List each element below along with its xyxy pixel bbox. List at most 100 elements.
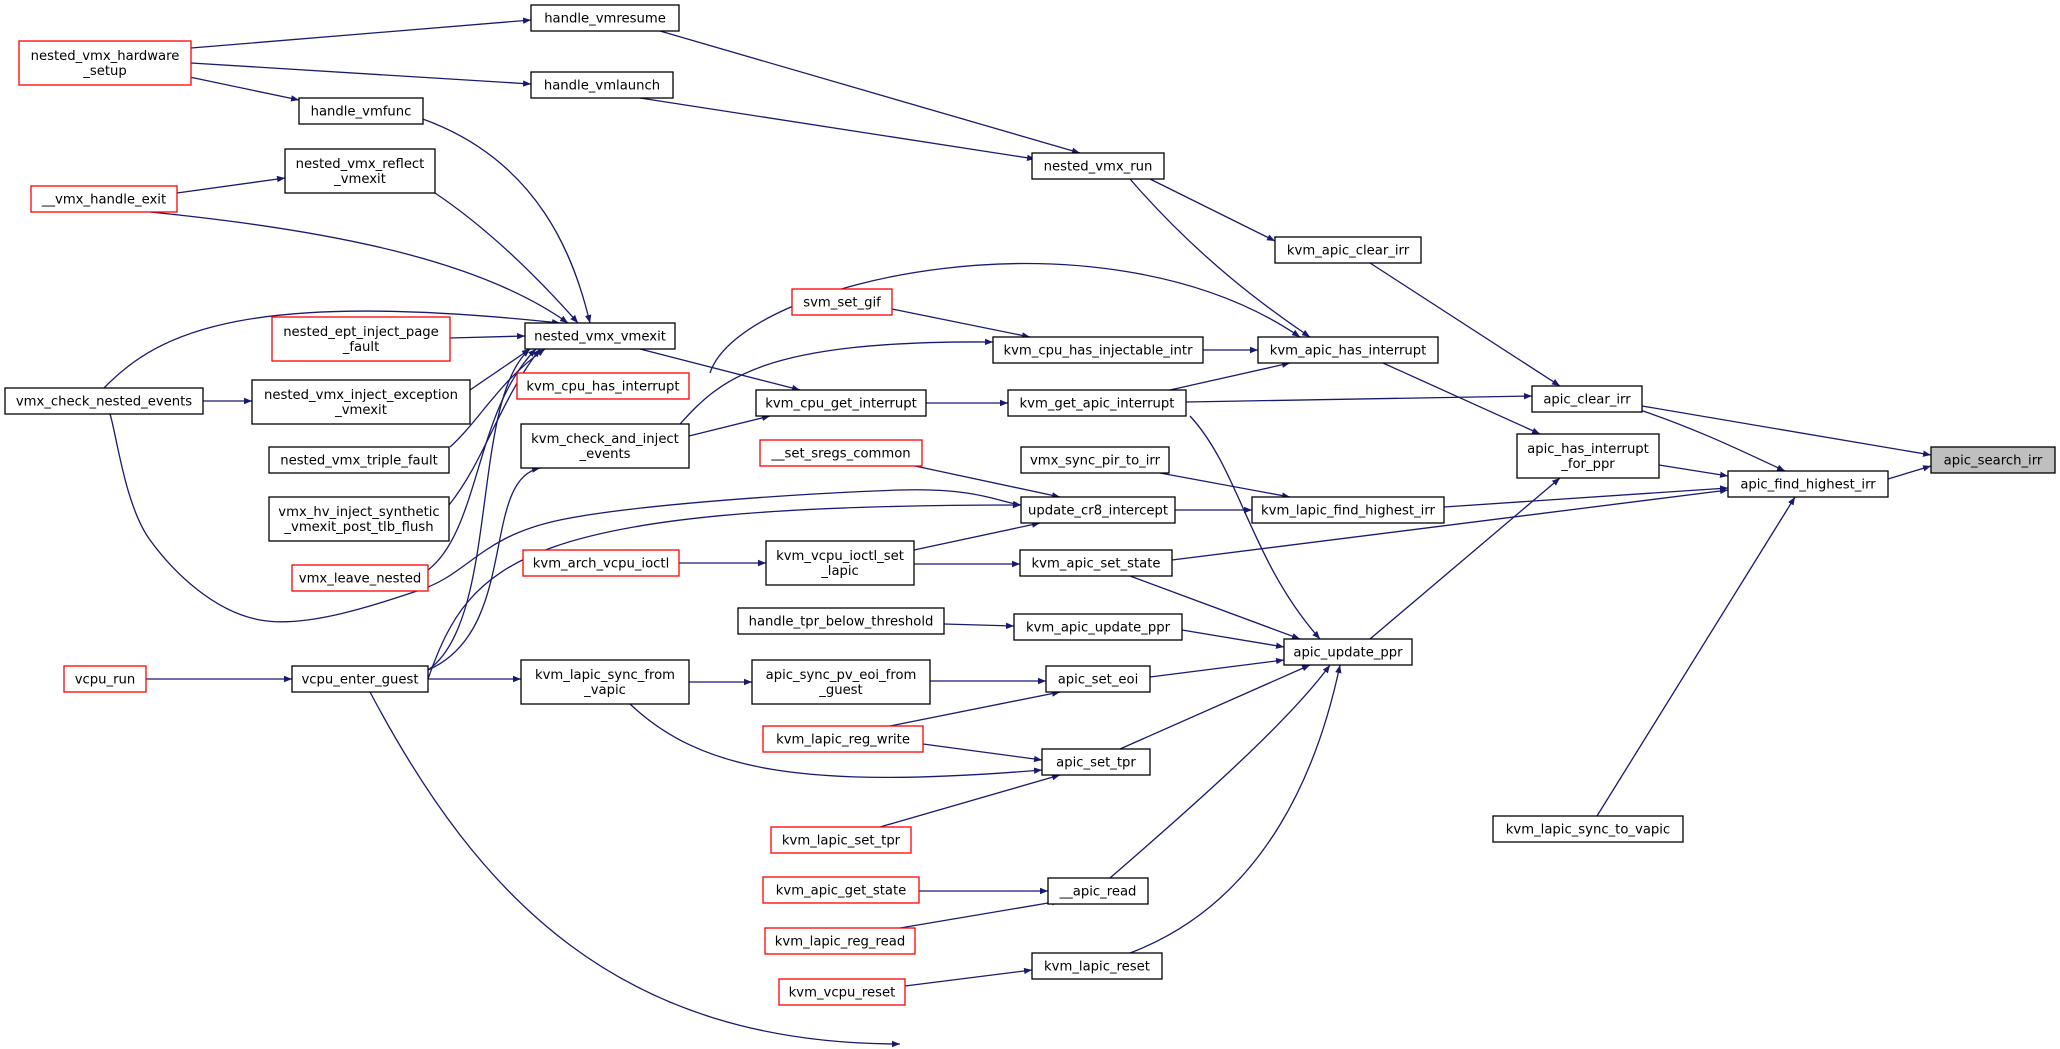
node-handle-vmresume[interactable]: handle_vmresume xyxy=(530,4,680,32)
edge-__vmx_handle_exit-to-nested_vmx_vmexit xyxy=(149,211,569,324)
node-nested-vmx-vmexit[interactable]: nested_vmx_vmexit xyxy=(524,322,676,350)
edge-kvm_check_and_inject_events-to-kvm_cpu_get_interrupt xyxy=(688,414,771,437)
node-box xyxy=(1727,470,1889,498)
node-handle-vmlaunch[interactable]: handle_vmlaunch xyxy=(530,71,674,99)
edge-path xyxy=(879,774,1061,828)
node-vcpu-enter-guest[interactable]: vcpu_enter_guest xyxy=(291,665,429,693)
node-kvm-vcpu-ioctl-set-lapic[interactable]: kvm_vcpu_ioctl_set_lapic xyxy=(765,540,915,586)
node-label: vmx_sync_pir_to_irr xyxy=(1030,454,1161,469)
node-kvm-cpu-has-interrupt[interactable]: kvm_cpu_has_interrupt xyxy=(516,372,690,400)
edge-path xyxy=(1639,409,1786,472)
edge-path xyxy=(369,691,901,1048)
node-kvm-apic-clear-irr[interactable]: kvm_apic_clear_irr xyxy=(1274,236,1422,264)
node-apic-set-eoi[interactable]: apic_set_eoi xyxy=(1045,665,1151,693)
node-vmx-hv-inject-synthetic-vmexit-post-tlb-flush[interactable]: vmx_hv_inject_synthetic_vmexit_post_tlb_… xyxy=(268,496,450,542)
node-label: vmx_leave_nested xyxy=(299,572,421,587)
node-kvm-lapic-reg-read[interactable]: kvm_lapic_reg_read xyxy=(764,927,916,955)
node-box xyxy=(765,540,915,586)
node-label: handle_vmresume xyxy=(544,12,666,27)
edge-kvm_get_apic_interrupt-to-kvm_apic_has_interrupt xyxy=(1169,361,1291,391)
edge-vcpu_enter_guest-to-kvm_check_and_inject_events xyxy=(427,466,541,671)
edge-apic_has_interrupt_for_ppr-to-apic_find_highest_irr xyxy=(1658,464,1729,478)
edge-nested_vmx_run-to-kvm_apic_has_interrupt xyxy=(1129,178,1311,338)
node-apic-find-highest-irr[interactable]: apic_find_highest_irr xyxy=(1727,470,1889,498)
edge-path xyxy=(1189,415,1321,640)
node-kvm-apic-get-state[interactable]: kvm_apic_get_state xyxy=(762,876,920,904)
node-box xyxy=(1531,385,1643,413)
node-nested-vmx-reflect-vmexit[interactable]: nested_vmx_reflect_vmexit xyxy=(284,148,436,194)
node-nested-vmx-inject-exception-vmexit[interactable]: nested_vmx_inject_exception_vmexit xyxy=(251,379,471,425)
node-apic-sync-pv-eoi-from-guest[interactable]: apic_sync_pv_eoi_from_guest xyxy=(751,659,931,705)
edge-kvm_apic_set_state-to-apic_update_ppr xyxy=(1129,575,1301,640)
node-vmx-sync-pir-to-irr[interactable]: vmx_sync_pir_to_irr xyxy=(1020,446,1170,474)
node-label: _vmexit xyxy=(333,172,386,187)
node-set-sregs-common[interactable]: __set_sregs_common xyxy=(759,439,923,467)
node-box xyxy=(520,423,690,469)
node-box xyxy=(291,665,429,693)
node-label: kvm_vcpu_reset xyxy=(789,986,896,1001)
node-kvm-lapic-reg-write[interactable]: kvm_lapic_reg_write xyxy=(762,725,924,753)
node-kvm-apic-update-ppr[interactable]: kvm_apic_update_ppr xyxy=(1013,613,1183,641)
node-kvm-lapic-sync-from-vapic[interactable]: kvm_lapic_sync_from_vapic xyxy=(520,659,690,705)
edge-nested_vmx_hardware_setup-to-handle_vmlaunch xyxy=(190,62,532,87)
node-label: vcpu_run xyxy=(75,673,136,688)
node-label: __set_sregs_common xyxy=(770,447,910,462)
edge-path xyxy=(419,117,592,324)
edge-path xyxy=(1171,487,1729,561)
node-kvm-check-and-inject-events[interactable]: kvm_check_and_inject_events xyxy=(520,423,690,469)
node-box xyxy=(522,549,680,577)
node-kvm-lapic-reset[interactable]: kvm_lapic_reset xyxy=(1031,952,1163,980)
edge-path xyxy=(922,743,1043,763)
node-box xyxy=(737,607,945,635)
node-kvm-lapic-find-highest-irr[interactable]: kvm_lapic_find_highest_irr xyxy=(1251,496,1445,524)
node-kvm-arch-vcpu-ioctl[interactable]: kvm_arch_vcpu_ioctl xyxy=(522,549,680,577)
node-nested-vmx-triple-fault[interactable]: nested_vmx_triple_fault xyxy=(268,446,450,474)
node-nested-ept-inject-page-fault[interactable]: nested_ept_inject_page_fault xyxy=(271,316,451,362)
node-kvm-cpu-has-injectable-intr[interactable]: kvm_cpu_has_injectable_intr xyxy=(992,336,1204,364)
edge-kvm_apic_has_interrupt-to-apic_has_interrupt_for_ppr xyxy=(1382,362,1541,435)
node-label: vmx_check_nested_events xyxy=(16,395,192,410)
node-apic-search-irr[interactable]: apic_search_irr xyxy=(1930,446,2056,474)
node-vcpu-run[interactable]: vcpu_run xyxy=(63,665,147,693)
node-kvm-apic-set-state[interactable]: kvm_apic_set_state xyxy=(1019,549,1173,577)
node-kvm-apic-has-interrupt[interactable]: kvm_apic_has_interrupt xyxy=(1257,336,1439,364)
node-box xyxy=(762,725,924,753)
edge-nested_vmx_run-to-kvm_apic_clear_irr xyxy=(1149,178,1276,242)
node-label: kvm_apic_set_state xyxy=(1032,557,1161,572)
node-vmx-check-nested-events[interactable]: vmx_check_nested_events xyxy=(4,387,204,415)
node-handle-tpr-below-threshold[interactable]: handle_tpr_below_threshold xyxy=(737,607,945,635)
node-kvm-lapic-set-tpr[interactable]: kvm_lapic_set_tpr xyxy=(770,826,912,854)
edge-kvm_lapic_sync_to_vapic-to-apic_find_highest_irr xyxy=(1596,496,1796,817)
node-apic-clear-irr[interactable]: apic_clear_irr xyxy=(1531,385,1643,413)
node-nested-vmx-run[interactable]: nested_vmx_run xyxy=(1031,152,1165,180)
node-box xyxy=(751,659,931,705)
node-vmx-leave-nested[interactable]: vmx_leave_nested xyxy=(291,564,429,592)
edge-kvm_vcpu_ioctl_set_lapic-to-update_cr8_intercept xyxy=(913,521,1041,551)
node-box xyxy=(755,389,927,417)
node-box xyxy=(520,659,690,705)
node-apic-read[interactable]: __apic_read xyxy=(1047,877,1149,905)
edge-path xyxy=(1129,178,1311,338)
node-handle-vmfunc[interactable]: handle_vmfunc xyxy=(298,97,424,125)
edge-apic_update_ppr-to-apic_has_interrupt_for_ppr xyxy=(1369,477,1561,640)
edge-handle_vmresume-to-nested_vmx_run xyxy=(659,30,1081,154)
node-box xyxy=(778,978,906,1006)
edge-kvm_get_apic_interrupt-to-apic_update_ppr xyxy=(1189,415,1321,640)
node-apic-update-ppr[interactable]: apic_update_ppr xyxy=(1283,638,1413,666)
node-label: nested_vmx_hardware xyxy=(31,49,180,64)
edge-nested_vmx_vmexit-to-kvm_cpu_get_interrupt xyxy=(639,348,801,392)
node-apic-set-tpr[interactable]: apic_set_tpr xyxy=(1041,748,1151,776)
node-update-cr8-intercept[interactable]: update_cr8_intercept xyxy=(1020,496,1176,524)
node-kvm-vcpu-reset[interactable]: kvm_vcpu_reset xyxy=(778,978,906,1006)
node-kvm-get-apic-interrupt[interactable]: kvm_get_apic_interrupt xyxy=(1007,389,1187,417)
node-vmx-handle-exit[interactable]: __vmx_handle_exit xyxy=(30,185,178,213)
node-svm-set-gif[interactable]: svm_set_gif xyxy=(791,288,893,316)
node-nested-vmx-hardware-setup[interactable]: nested_vmx_hardware_setup xyxy=(18,40,192,86)
node-apic-has-interrupt-for-ppr[interactable]: apic_has_interrupt_for_ppr xyxy=(1516,433,1660,479)
node-box xyxy=(298,97,424,125)
edge-path xyxy=(1369,262,1561,387)
edge-path xyxy=(179,74,300,102)
edge-nested_ept_inject_page_fault-to-nested_vmx_vmexit xyxy=(449,333,526,340)
node-kvm-lapic-sync-to-vapic[interactable]: kvm_lapic_sync_to_vapic xyxy=(1492,815,1684,843)
node-kvm-cpu-get-interrupt[interactable]: kvm_cpu_get_interrupt xyxy=(755,389,927,417)
